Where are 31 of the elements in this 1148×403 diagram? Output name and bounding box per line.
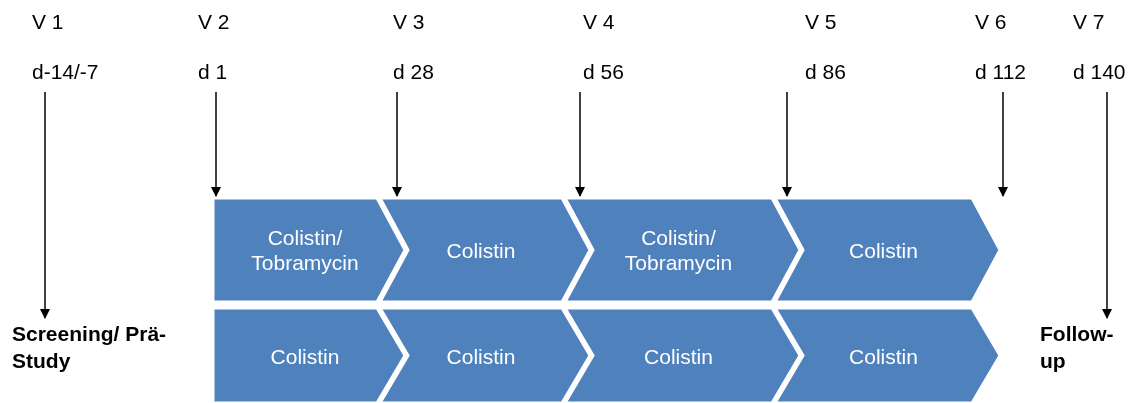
visit-number: V 6 xyxy=(975,10,1007,34)
phase-label: Follow-up xyxy=(1040,321,1112,374)
visit-day: d 28 xyxy=(393,60,434,84)
treatment-label: Colistin xyxy=(445,237,517,263)
visit-number: V 4 xyxy=(583,10,615,34)
phase-label: Screening/ Prä-Study xyxy=(12,321,168,374)
visit-number: V 1 xyxy=(32,10,64,34)
arrow xyxy=(392,91,402,197)
visit-number: V 7 xyxy=(1073,10,1105,34)
treatment-label: Colistin/ Tobramycin xyxy=(623,225,734,275)
arrow xyxy=(40,91,50,319)
visit-day: d-14/-7 xyxy=(32,60,99,84)
arrow xyxy=(1102,91,1112,319)
treatment-label: Colistin xyxy=(848,237,919,263)
treatment-label: Colistin/ Tobramycin xyxy=(250,225,360,275)
arrow xyxy=(211,91,221,197)
visit-day: d 86 xyxy=(805,60,846,84)
visit-day: d 56 xyxy=(583,60,624,84)
arrow xyxy=(575,91,585,197)
treatment-label: Colistin xyxy=(445,343,517,368)
treatment-label: Colistin xyxy=(269,343,341,368)
visit-number: V 2 xyxy=(198,10,230,34)
visit-day: d 140 xyxy=(1073,60,1126,84)
visit-day: d 1 xyxy=(198,60,228,84)
visit-number: V 3 xyxy=(393,10,425,34)
visit-day: d 112 xyxy=(975,60,1026,84)
arrow xyxy=(998,91,1008,197)
treatment-label: Colistin xyxy=(643,343,714,368)
visit-number: V 5 xyxy=(805,10,837,34)
arrow xyxy=(782,91,792,197)
treatment-label: Colistin xyxy=(848,343,919,368)
